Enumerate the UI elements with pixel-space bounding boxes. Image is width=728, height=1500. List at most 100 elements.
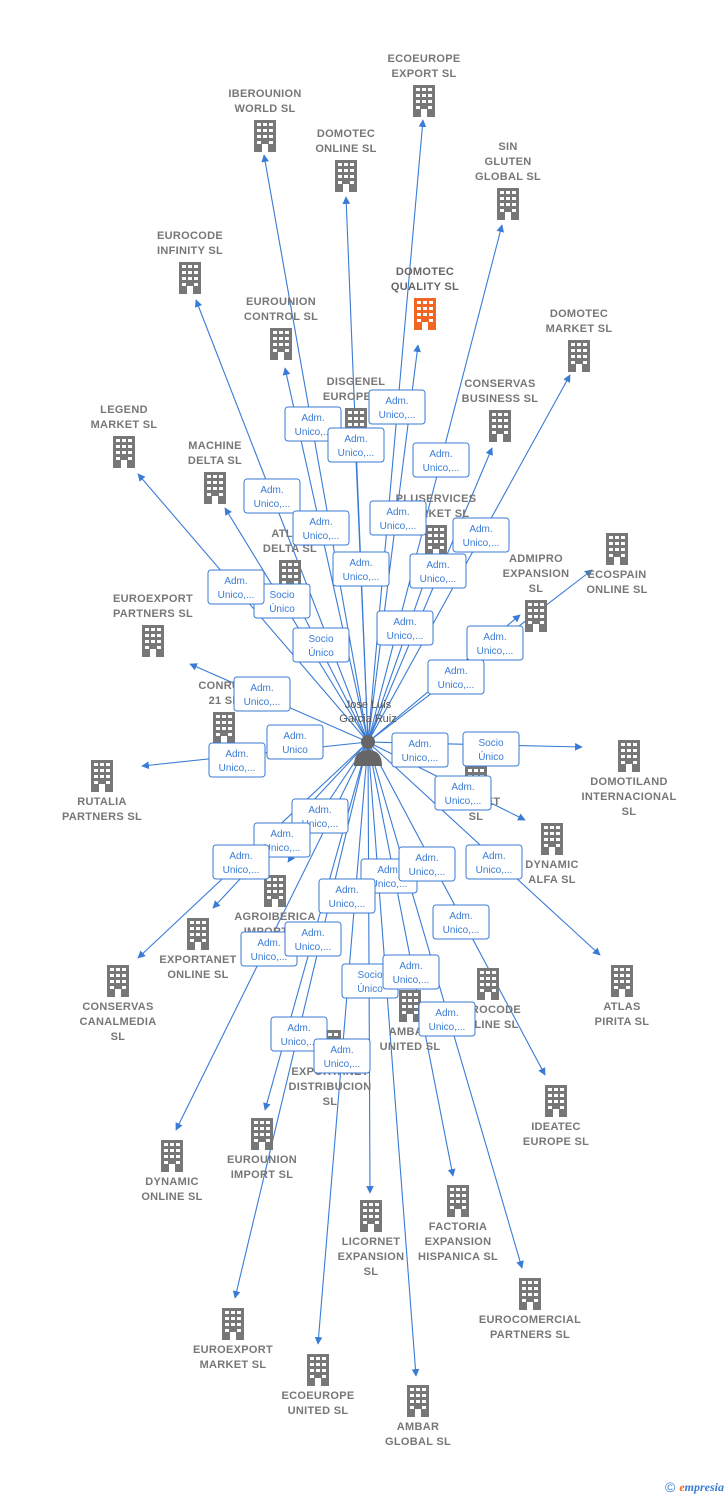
company-name-line: IMPORT SL: [231, 1169, 294, 1181]
edge-label-role[interactable]: Adm.Unico,...: [434, 775, 492, 811]
edge-label-role[interactable]: Adm.Unico,...: [412, 442, 470, 478]
edge-label-role[interactable]: Adm.Unico,...: [369, 500, 427, 536]
edge-label-role[interactable]: Adm.Unico,...: [270, 1016, 328, 1052]
company-name-line: EUROCODE: [157, 230, 223, 242]
company-name-line: CANALMEDIA: [80, 1016, 157, 1028]
company-name-line: ONLINE SL: [586, 584, 647, 596]
edge-label-role[interactable]: Adm.Unico,...: [212, 844, 270, 880]
edge-label-role[interactable]: Adm.Unico,...: [332, 551, 390, 587]
brand-logo[interactable]: empresia: [679, 1479, 724, 1494]
company-name-line: DYNAMIC: [525, 859, 578, 871]
edge-label-role[interactable]: Adm.Unico,...: [284, 921, 342, 957]
edge-label-role[interactable]: Adm.Unico,...: [327, 427, 385, 463]
building-icon: [477, 968, 499, 1000]
center-person-name: Garcia Ruiz: [339, 713, 396, 725]
edge-label-role[interactable]: Adm.Unico,...: [318, 878, 376, 914]
building-icon: [161, 1140, 183, 1172]
edge-label-text: Unico,...: [343, 572, 380, 583]
edge-label-role[interactable]: Adm.Unico,...: [376, 610, 434, 646]
edge-label-role[interactable]: Adm.Unico,...: [466, 625, 524, 661]
company-name-line: ECOEUROPE: [388, 53, 461, 65]
company-node-rutalia-partners[interactable]: RUTALIA PARTNERS SL: [62, 760, 142, 823]
building-icon: [497, 188, 519, 220]
edge-label-role[interactable]: Adm.Unico,...: [243, 478, 301, 514]
edge-label-role[interactable]: Adm.Unico,...: [207, 569, 265, 605]
edge-label-role[interactable]: Adm.Unico: [266, 724, 324, 760]
edge-label-box: [465, 844, 523, 880]
edge-label-role[interactable]: Adm.Unico,...: [292, 510, 350, 546]
edge-label-role[interactable]: Adm.Unico,...: [465, 844, 523, 880]
company-name-line: AGROIBERICA: [234, 911, 316, 923]
edge-label-role[interactable]: Adm.Unico,...: [313, 1038, 371, 1074]
company-name-line: RUTALIA: [77, 796, 127, 808]
company-name-line: PARTNERS SL: [62, 811, 142, 823]
edge-label-box: [318, 878, 376, 914]
company-name-line: WORLD SL: [234, 103, 295, 115]
company-name-line: SL: [529, 583, 544, 595]
edge-label-role[interactable]: Adm.Unico,...: [382, 954, 440, 990]
edge-label-text: Adm.: [301, 413, 324, 424]
edge-label-role[interactable]: Adm.Unico,...: [418, 1001, 476, 1037]
edge-label-text: Único: [308, 646, 334, 659]
company-name-line: DOMOTILAND: [590, 776, 668, 788]
edge-label-role[interactable]: Adm.Unico,...: [233, 676, 291, 712]
company-node-eurounion-import[interactable]: EUROUNION IMPORT SL: [227, 1118, 297, 1181]
edge-label-text: Unico,...: [477, 646, 514, 657]
edge-label-role[interactable]: Adm.Unico,...: [368, 389, 426, 425]
edge-label-role[interactable]: Adm.Unico,...: [398, 846, 456, 882]
edge-label-box: [398, 846, 456, 882]
edge-label-role[interactable]: Adm.Unico,...: [432, 904, 490, 940]
company-name-line: EUROUNION: [227, 1154, 297, 1166]
edge-label-text: Adm.: [451, 782, 474, 793]
edge-label-box: [369, 500, 427, 536]
edge-label-role[interactable]: Adm.Unico,...: [284, 406, 342, 442]
edge-label-box: [382, 954, 440, 990]
edge-label-text: Unico,...: [244, 697, 281, 708]
edge-label-role[interactable]: Adm.Unico,...: [452, 517, 510, 553]
edge-label-role[interactable]: Adm.Unico,...: [208, 742, 266, 778]
edge-label-role[interactable]: Adm.Unico,...: [427, 659, 485, 695]
edge-label-box: [412, 442, 470, 478]
building-icon: [413, 85, 435, 117]
edge-label-role[interactable]: Adm.Unico,...: [391, 732, 449, 768]
edge-label-text: Unico,...: [463, 538, 500, 549]
edge-label-box: [270, 1016, 328, 1052]
edge-domotec-market: [367, 374, 571, 743]
edge-label-role[interactable]: Adm.Unico,...: [409, 553, 467, 589]
edge-label-role[interactable]: Adm.Unico,...: [240, 931, 298, 967]
company-name-line: ONLINE SL: [167, 969, 228, 981]
company-name-line: ATLAS: [603, 1001, 640, 1013]
building-icon: [407, 1385, 429, 1417]
